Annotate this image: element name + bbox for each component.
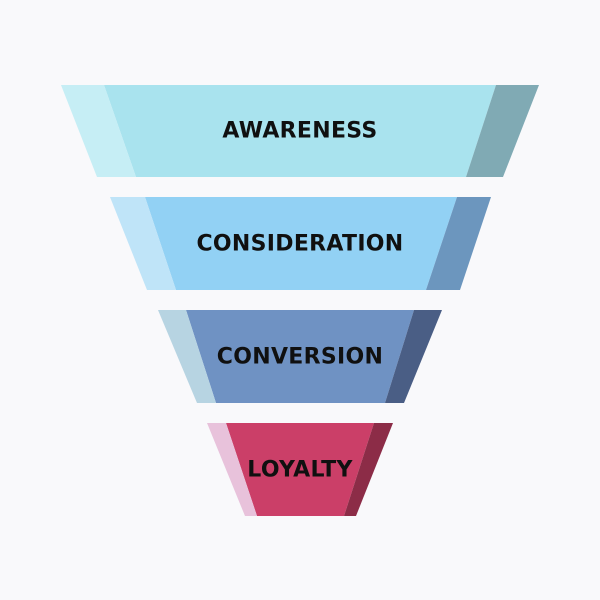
stage-left-facet [158, 310, 216, 403]
stage-left-facet [110, 197, 176, 290]
funnel-stage-consideration: CONSIDERATION [110, 197, 491, 290]
funnel-stage-awareness: AWARENESS [61, 85, 539, 177]
stage-label-consideration: CONSIDERATION [196, 232, 403, 257]
stage-right-facet [344, 423, 393, 516]
funnel-stage-conversion: CONVERSION [158, 310, 442, 403]
stage-left-facet [207, 423, 257, 516]
stage-right-facet [426, 197, 491, 290]
stage-main-face [226, 423, 374, 516]
funnel-stage-loyalty: LOYALTY [207, 423, 393, 516]
stage-label-conversion: CONVERSION [217, 345, 383, 370]
stage-left-facet [61, 85, 136, 177]
stage-main-face [104, 85, 496, 177]
stage-label-loyalty: LOYALTY [247, 458, 353, 483]
stage-main-face [186, 310, 414, 403]
stage-right-facet [466, 85, 539, 177]
stage-right-facet [385, 310, 442, 403]
stage-main-face [145, 197, 457, 290]
stage-label-awareness: AWARENESS [222, 119, 377, 144]
